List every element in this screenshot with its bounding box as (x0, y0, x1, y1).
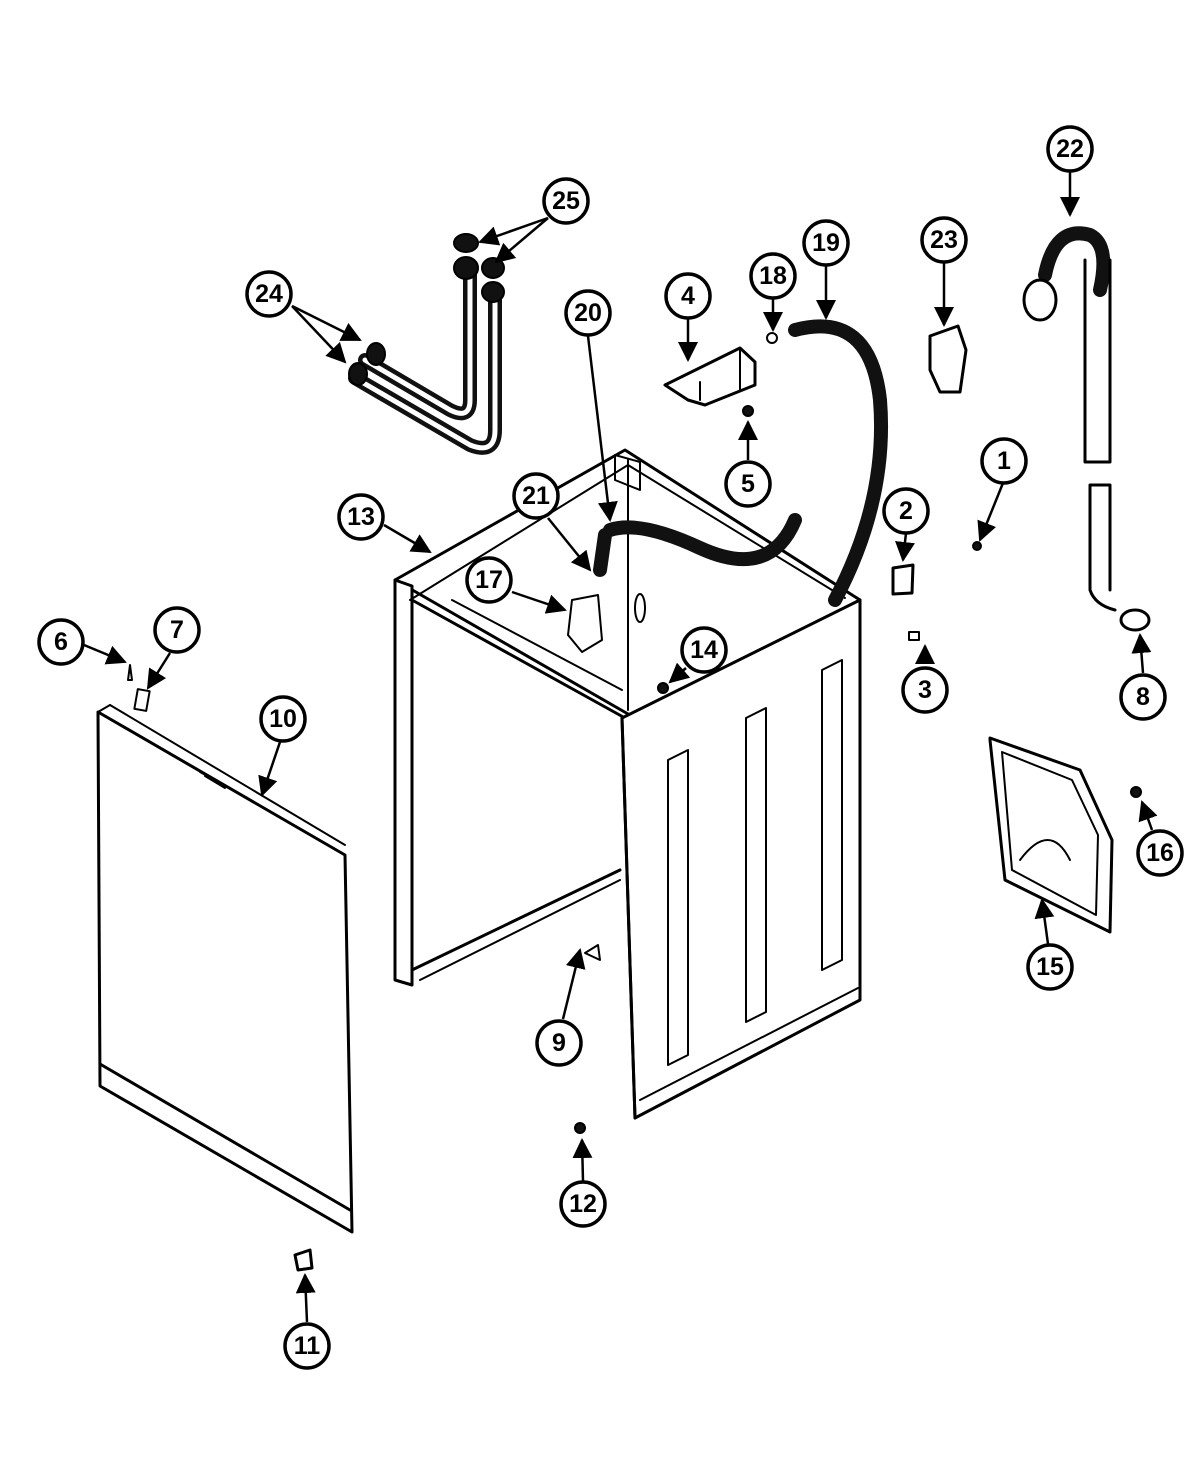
callout-1: 1 (980, 437, 1028, 485)
callout-24-label: 24 (255, 280, 283, 308)
callout-4-label: 4 (681, 282, 695, 310)
callout-5: 5 (724, 460, 772, 508)
callout-4: 4 (664, 272, 712, 320)
callout-22-label: 22 (1056, 135, 1084, 163)
leader-lines (83, 172, 1158, 1323)
callout-18-label: 18 (759, 262, 787, 290)
callout-25-label: 25 (552, 187, 580, 215)
callout-23: 23 (920, 216, 968, 264)
callout-20: 20 (564, 289, 612, 337)
callout-25: 25 (542, 177, 590, 225)
callout-13: 13 (337, 493, 385, 541)
callout-5-label: 5 (741, 470, 755, 498)
callout-15: 15 (1026, 943, 1074, 991)
callout-10: 10 (259, 695, 307, 743)
callout-17-label: 17 (475, 566, 503, 594)
callout-8-label: 8 (1136, 683, 1150, 711)
callout-21: 21 (512, 472, 560, 520)
cabinet (393, 448, 862, 1120)
callout-19-label: 19 (812, 229, 840, 257)
callout-22: 22 (1046, 125, 1094, 173)
callout-24: 24 (245, 270, 293, 318)
callout-16-label: 16 (1146, 839, 1174, 867)
callout-16: 16 (1136, 829, 1184, 877)
drain-hose (1022, 226, 1151, 632)
callout-9: 9 (535, 1019, 583, 1067)
callout-10-label: 10 (269, 705, 297, 733)
fill-hose (593, 319, 889, 607)
callout-19: 19 (802, 219, 850, 267)
callout-9-label: 9 (552, 1029, 566, 1057)
callout-13-label: 13 (347, 503, 375, 531)
inlet-hoses (348, 233, 505, 455)
callout-14-label: 14 (690, 636, 718, 664)
callout-2: 2 (882, 487, 930, 535)
front-panel (96, 704, 354, 1234)
callout-3-label: 3 (918, 676, 932, 704)
small-parts (127, 324, 1142, 1272)
callout-11-label: 11 (294, 1332, 321, 1360)
callout-1-label: 1 (997, 447, 1011, 475)
callout-7: 7 (153, 606, 201, 654)
callout-23-label: 23 (930, 226, 958, 254)
bracket (663, 346, 757, 407)
callout-20-label: 20 (574, 299, 602, 327)
callout-3: 3 (901, 666, 949, 714)
callout-21-label: 21 (522, 482, 550, 510)
callout-11: 11 (283, 1322, 331, 1370)
callout-12: 12 (559, 1180, 607, 1228)
callout-15-label: 15 (1036, 953, 1064, 981)
callout-14: 14 (680, 626, 728, 674)
callout-12-label: 12 (569, 1190, 597, 1218)
callout-6: 6 (37, 618, 85, 666)
callout-8: 8 (1119, 673, 1167, 721)
callout-7-label: 7 (170, 616, 184, 644)
callout-17: 17 (465, 556, 513, 604)
callout-2-label: 2 (899, 497, 913, 525)
base-cover (988, 736, 1114, 934)
callout-6-label: 6 (54, 628, 68, 656)
callout-18: 18 (749, 252, 797, 300)
